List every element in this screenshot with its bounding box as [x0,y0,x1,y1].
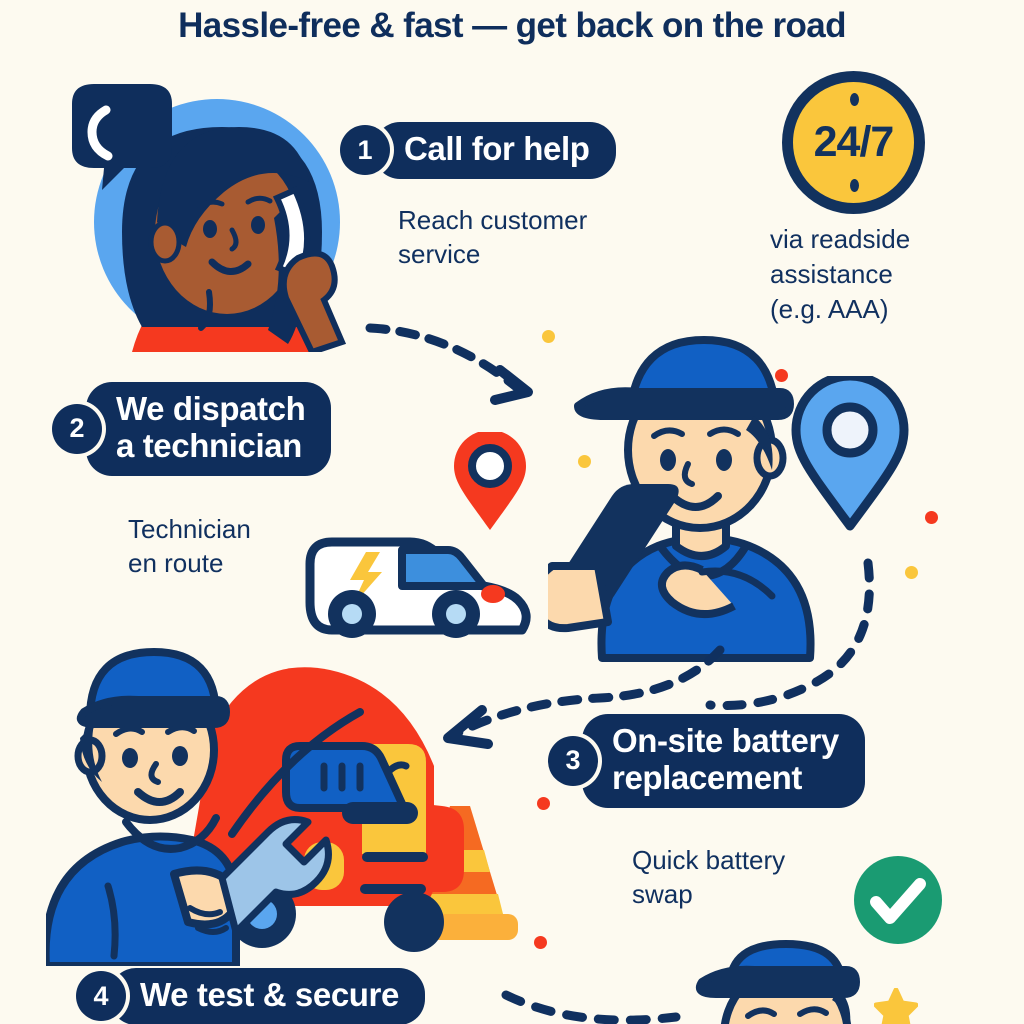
decor-dot-red-3 [537,797,550,810]
step-2-number: 2 [52,403,102,454]
green-check-circle-icon [854,856,942,944]
badge-24-7: 24/7 [782,71,925,214]
step-4[interactable]: 4 We test & secure [76,968,425,1024]
dashed-path-right [700,545,1024,715]
step-4-number: 4 [76,971,126,1022]
decor-dot-red-4 [534,936,547,949]
customer-avatar [62,82,362,356]
technician-head-bottom [690,940,880,1024]
step-3-caption: Quick battery swap [632,845,786,910]
step-1-number: 1 [340,125,390,176]
decor-dot-yellow-3 [905,566,918,579]
decor-dot-yellow-2 [578,455,591,468]
page-title: Hassle-free & fast — get back on the roa… [178,6,846,45]
step-1-label: Call for help [374,122,616,179]
map-pin-blue-icon [790,371,910,532]
step-3[interactable]: 3 On-site battery replacement [548,714,865,808]
decor-dot-yellow-1 [542,330,555,343]
step-3-label: On-site battery replacement [582,714,865,808]
service-van-icon [296,522,532,642]
technician-with-tablet [530,318,848,678]
step-2[interactable]: 2 We dispatch a technician [52,382,332,476]
step-4-label: We test & secure [110,968,425,1024]
step-1-caption: Reach customer service [398,205,588,270]
step-1[interactable]: 1 Call for help [340,122,616,179]
badge-24-7-value: 24/7 [813,118,895,166]
step-2-label: We dispatch a technician [86,382,332,476]
step-3-number: 3 [548,735,598,786]
arrow-step2-to-step3 [420,640,740,760]
badge-dot-top [849,93,859,106]
map-pin-red-icon [452,430,528,532]
badge-dot-bottom [849,179,859,192]
arrow-step4 [500,985,720,1024]
decor-dot-red-2 [925,511,938,524]
mechanic-repairing-car [41,636,566,970]
arrow-step1-to-step2 [360,300,580,425]
step-2-caption: Technician en route [128,514,251,579]
decor-dot-red-1 [775,369,788,382]
badge-24-7-caption: via readside assistance (e.g. AAA) [770,224,911,324]
yellow-star-icon [873,987,919,1024]
